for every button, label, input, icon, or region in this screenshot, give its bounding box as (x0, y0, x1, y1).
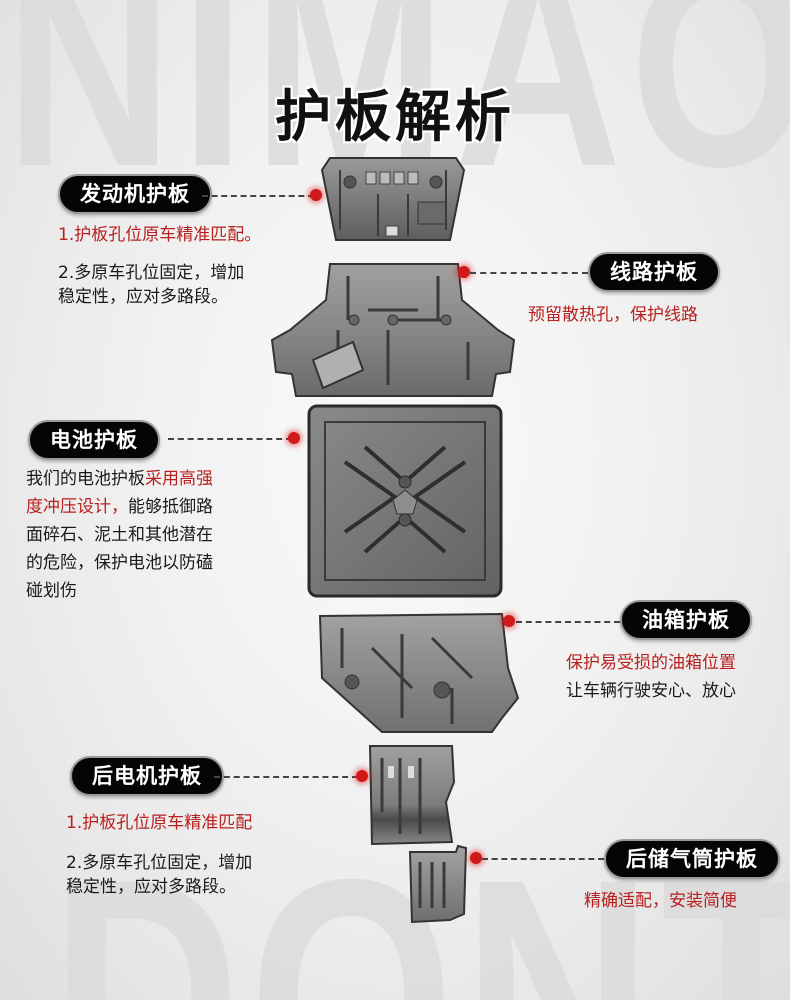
wiring-skid-plate-image (268, 260, 518, 400)
engine-feature-3: 稳定性，应对多路段。 (58, 287, 228, 307)
rear-motor-feature-3: 稳定性，应对多路段。 (66, 877, 236, 897)
fuel-tank-feature-2: 让车辆行驶安心、放心 (566, 681, 736, 701)
page-title: 护板解析 (275, 85, 515, 150)
engine-leader-line (202, 195, 314, 197)
wiring-leader-line (470, 272, 588, 274)
rear-motor-plate-label: 后电机护板 (70, 756, 224, 796)
rear-motor-feature-1: 1.护板孔位原车精准匹配 (66, 813, 253, 833)
battery-plate-label: 电池护板 (28, 420, 160, 460)
battery-skid-plate-image (305, 402, 505, 600)
battery-desc-text: 能够抵御路 (128, 497, 213, 517)
rear-motor-feature-2: 2.多原车孔位固定，增加 (66, 853, 253, 873)
rear-motor-skid-plate-image (366, 742, 458, 848)
battery-description-line-1: 我们的电池护板采用高强 (26, 466, 213, 493)
wiring-plate-label: 线路护板 (588, 252, 720, 292)
engine-skid-plate-image (318, 150, 468, 250)
fuel-tank-leader-line (516, 621, 620, 623)
battery-description-line-4: 的危险，保护电池以防磕 (26, 553, 213, 573)
battery-description-line-3: 面碎石、泥土和其他潜在 (26, 525, 213, 545)
engine-feature-2: 2.多原车孔位固定，增加 (58, 263, 245, 283)
battery-desc-text: 我们的电池护板 (26, 469, 145, 489)
battery-marker-dot (285, 429, 303, 447)
battery-desc-highlight: 度冲压设计， (26, 497, 128, 517)
fuel-tank-feature-1: 保护易受损的油箱位置 (566, 653, 736, 673)
fuel-tank-skid-plate-image (312, 608, 520, 736)
engine-plate-label: 发动机护板 (58, 174, 212, 214)
wiring-feature-1: 预留散热孔，保护线路 (528, 305, 698, 325)
rear-motor-leader-line (214, 776, 358, 778)
battery-desc-highlight: 采用高强 (145, 469, 213, 489)
battery-leader-line (168, 438, 292, 440)
battery-description-line-5: 碰划伤 (26, 581, 77, 601)
fuel-tank-plate-label: 油箱护板 (620, 600, 752, 640)
rear-air-tank-leader-line (482, 858, 604, 860)
engine-feature-1: 1.护板孔位原车精准匹配。 (58, 225, 262, 245)
rear-air-tank-feature-1: 精确适配，安装简便 (584, 891, 737, 911)
rear-air-tank-plate-label: 后储气筒护板 (604, 839, 780, 879)
rear-air-tank-skid-plate-image (406, 844, 468, 924)
battery-description-line-2: 度冲压设计，能够抵御路 (26, 494, 213, 521)
